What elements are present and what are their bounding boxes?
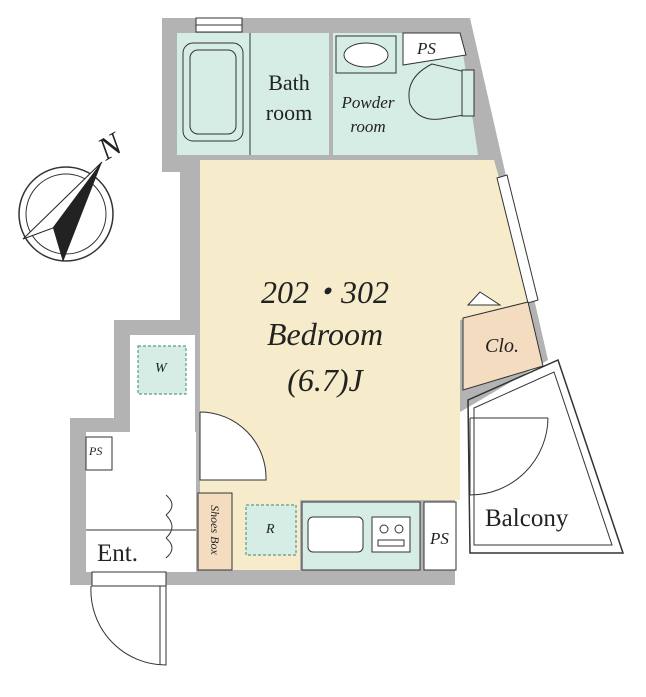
bedroom-floor xyxy=(200,160,533,570)
powder-room-label-line2: room xyxy=(350,117,386,136)
bathroom-label-line1: Bath xyxy=(268,70,310,95)
unit-number: 202・302 xyxy=(260,274,389,310)
ps-label-entry: PS xyxy=(89,444,103,458)
washer-space xyxy=(137,345,187,395)
entrance-door xyxy=(90,585,167,666)
washer-label: W xyxy=(155,361,167,376)
shoes-box xyxy=(197,492,233,571)
bathtub xyxy=(182,42,244,142)
shoes-box-label: Shoes Box xyxy=(208,505,222,555)
ps-shaft-kitchen xyxy=(423,501,457,571)
compass xyxy=(18,161,114,262)
entrance-label: Ent. xyxy=(97,540,138,567)
powder-room-label-line1: Powder xyxy=(341,93,395,112)
ps-label-kitchen: PS xyxy=(430,529,449,548)
bedroom-size: (6.7)J xyxy=(287,362,363,398)
sink xyxy=(307,516,364,553)
entrance-floor xyxy=(86,532,160,570)
ps-label-top: PS xyxy=(417,39,436,58)
bathroom-label-line2: room xyxy=(265,100,313,125)
balcony-door xyxy=(469,417,549,496)
ps-shaft-entry xyxy=(85,436,113,471)
fridge-space xyxy=(245,504,297,556)
ps-shaft-top xyxy=(402,32,467,66)
balcony-outline xyxy=(467,358,625,554)
closet-label: Clo. xyxy=(485,335,519,357)
fridge-label: R xyxy=(266,522,275,537)
bedroom-label: Bedroom xyxy=(266,316,384,352)
hall-door xyxy=(199,411,267,481)
right-window xyxy=(496,174,539,304)
balcony-label: Balcony xyxy=(485,505,569,532)
stove xyxy=(371,516,411,553)
toilet xyxy=(408,63,471,120)
